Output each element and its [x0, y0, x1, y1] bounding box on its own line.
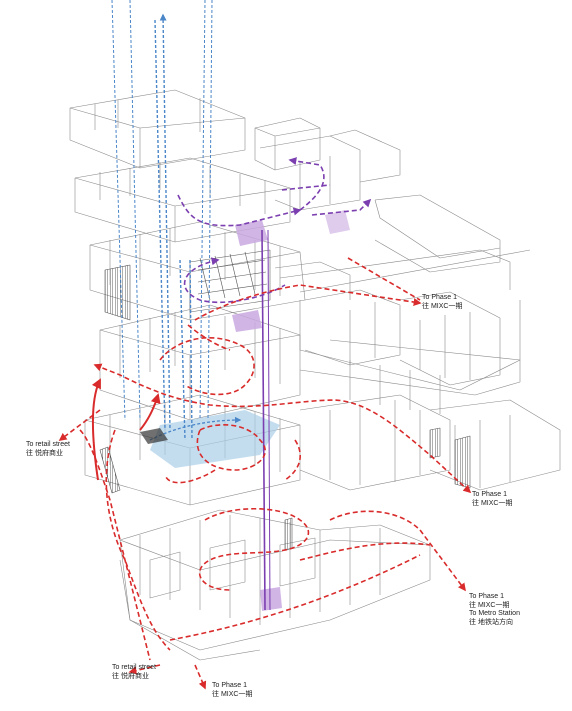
purple-zone-upper: [325, 210, 350, 234]
level-5: [74, 129, 501, 273]
label-to-retail-street-bottom: To retail street 往 悦府商业: [112, 664, 156, 680]
label-to-phase1-metro: To Phase 1 往 MIXC一期 To Metro Station 往 地…: [469, 593, 520, 626]
purple-zone-l5: [235, 220, 268, 246]
atrium-blue-zone: [150, 410, 280, 468]
building-linework: [69, 89, 561, 661]
label-to-phase1-bottom: To Phase 1 往 MIXC一期: [212, 682, 253, 698]
red-circulation: [58, 257, 472, 690]
level-1: [119, 509, 431, 661]
roof-level: [69, 89, 321, 171]
purple-zone-l4: [232, 310, 262, 332]
escalator-icon: [140, 428, 168, 444]
label-to-phase1-upper: To Phase 1 往 MIXC一期: [422, 294, 463, 310]
red-solid-links: [91, 378, 161, 481]
label-to-phase1-mid: To Phase 1 往 MIXC一期: [472, 491, 513, 507]
vertical-cores-blue: [111, 0, 242, 441]
label-to-retail-street-top: To retail street 往 悦府商业: [26, 441, 70, 457]
level-4: [89, 221, 531, 391]
purple-zone-l1: [260, 587, 282, 611]
